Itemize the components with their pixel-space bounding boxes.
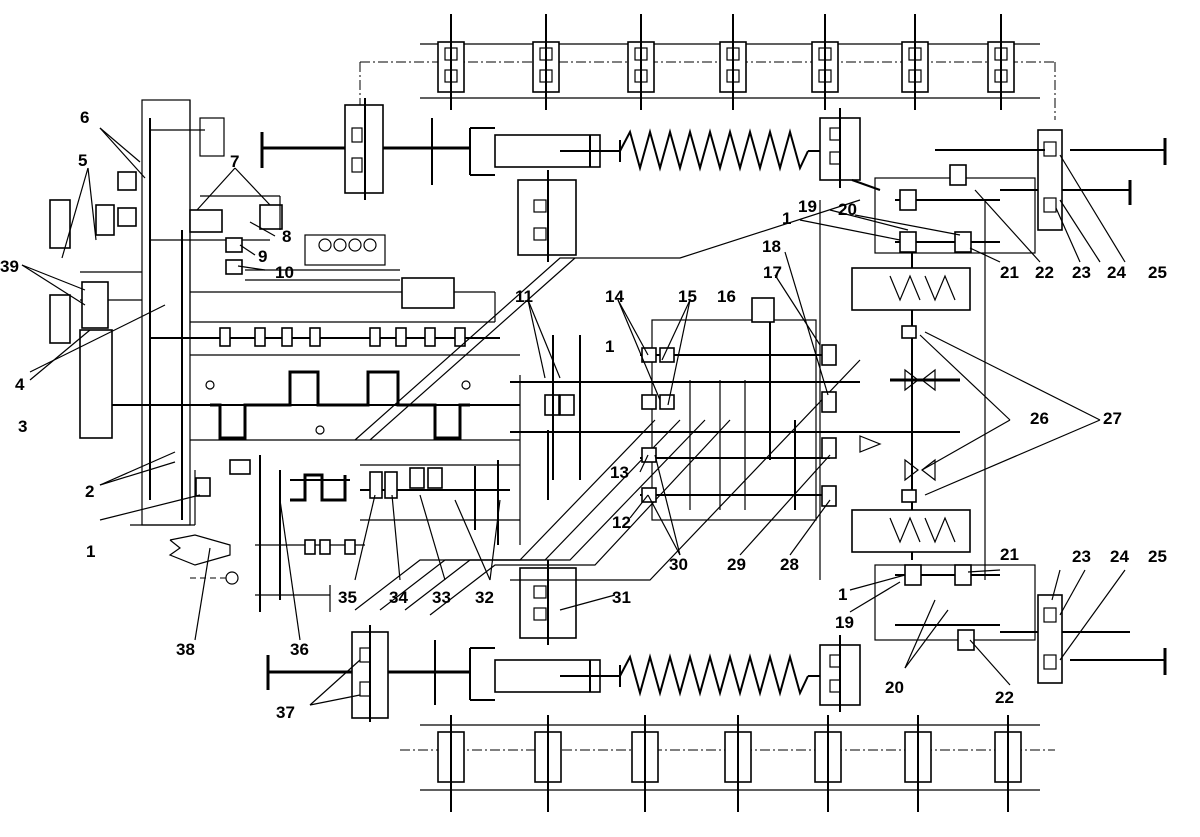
callout-2: 2 (85, 482, 94, 501)
callout-31: 31 (612, 588, 631, 607)
callout-26: 26 (1030, 409, 1049, 428)
callout-9: 9 (258, 247, 267, 266)
callout-19-upper: 19 (798, 197, 817, 216)
callout-15: 15 (678, 287, 697, 306)
final-drive-upper-right (874, 129, 1167, 254)
callout-6: 6 (80, 108, 89, 127)
callout-1-left: 1 (86, 542, 95, 561)
callout-28: 28 (780, 555, 799, 574)
leader-lines (21, 127, 1126, 706)
callout-25-upper: 25 (1148, 263, 1167, 282)
callout-33: 33 (432, 588, 451, 607)
callout-36: 36 (290, 640, 309, 659)
callout-22-upper: 22 (1035, 263, 1054, 282)
callout-21-lower: 21 (1000, 545, 1019, 564)
callout-7: 7 (230, 152, 239, 171)
steering-clutches-right (819, 200, 986, 580)
callout-13: 13 (610, 463, 629, 482)
callout-18: 18 (762, 237, 781, 256)
callout-38: 38 (176, 640, 195, 659)
callout-11: 11 (515, 287, 533, 306)
callout-27: 27 (1103, 409, 1122, 428)
callout-17: 17 (763, 263, 782, 282)
callout-21-upper: 21 (1000, 263, 1019, 282)
callout-23-upper: 23 (1072, 263, 1091, 282)
callout-1-lower-right: 1 (838, 585, 847, 604)
callout-34: 34 (389, 588, 408, 607)
callout-20-lower: 20 (885, 678, 904, 697)
upper-track-roller-assembly (359, 14, 1056, 120)
callout-30: 30 (669, 555, 688, 574)
callout-5: 5 (78, 151, 87, 170)
central-transmission (510, 297, 960, 521)
lower-idler-tensioner (266, 625, 861, 722)
callout-24-lower: 24 (1110, 547, 1129, 566)
callout-labels: 6 5 7 8 9 10 39 4 3 2 1 38 36 37 35 34 3… (0, 108, 1167, 722)
callout-25-lower: 25 (1148, 547, 1167, 566)
callout-16: 16 (717, 287, 736, 306)
pto-lower-left (130, 455, 365, 612)
callout-4: 4 (15, 375, 25, 394)
callout-24-upper: 24 (1107, 263, 1126, 282)
callout-19-lower: 19 (835, 613, 854, 632)
engine-front-section (49, 99, 520, 526)
callout-12: 12 (612, 513, 631, 532)
upper-idler-tensioner (260, 98, 881, 200)
callout-8: 8 (282, 227, 291, 246)
callout-10: 10 (275, 263, 294, 282)
final-drive-lower-right (874, 564, 1167, 684)
callout-3: 3 (18, 417, 27, 436)
shaft-housing-diagonal (354, 199, 861, 616)
engine-block (150, 234, 520, 441)
callout-35: 35 (338, 588, 357, 607)
callout-39: 39 (0, 257, 19, 276)
callout-14: 14 (605, 287, 624, 306)
callout-23-lower: 23 (1072, 547, 1091, 566)
callout-37: 37 (276, 703, 295, 722)
callout-1-center: 1 (605, 337, 614, 356)
callout-29: 29 (727, 555, 746, 574)
gearbox-left (360, 375, 521, 545)
callout-32: 32 (475, 588, 494, 607)
callout-20-upper: 20 (838, 200, 857, 219)
lower-track-roller-assembly (400, 715, 1055, 812)
callout-1-upper-right: 1 (782, 209, 791, 228)
callout-22-lower: 22 (995, 688, 1014, 707)
